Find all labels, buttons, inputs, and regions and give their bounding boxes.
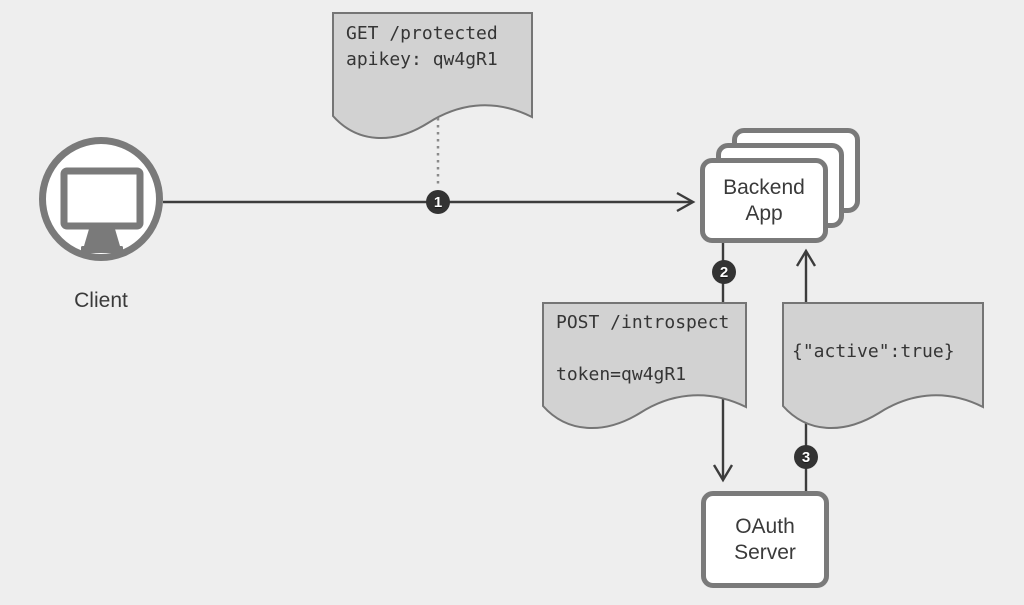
client-node [39, 137, 163, 261]
monitor-icon [60, 167, 144, 253]
introspect-note-line1: POST /introspect [556, 312, 730, 333]
backend-app-label-line1: Backend [723, 175, 805, 199]
backend-app-label-line2: App [745, 201, 783, 225]
step-1-badge: 1 [426, 190, 450, 214]
step-2-badge: 2 [712, 260, 736, 284]
oauth-server-node: OAuth Server [701, 491, 829, 588]
client-label: Client [74, 289, 128, 312]
response-note-shape [782, 302, 984, 430]
response-note-line1: {"active":true} [792, 341, 955, 362]
request-note-shape [332, 12, 533, 140]
oauth-server-label-line1: OAuth [735, 514, 795, 538]
oauth-server-label-line2: Server [734, 540, 796, 564]
introspect-note-line2: token=qw4gR1 [556, 364, 687, 385]
request-note-line1: GET /protected [346, 23, 498, 44]
introspect-note-shape [542, 302, 747, 430]
backend-app-node: Backend App [700, 158, 828, 243]
step-3-badge: 3 [794, 445, 818, 469]
request-note-line2: apikey: qw4gR1 [346, 49, 498, 70]
